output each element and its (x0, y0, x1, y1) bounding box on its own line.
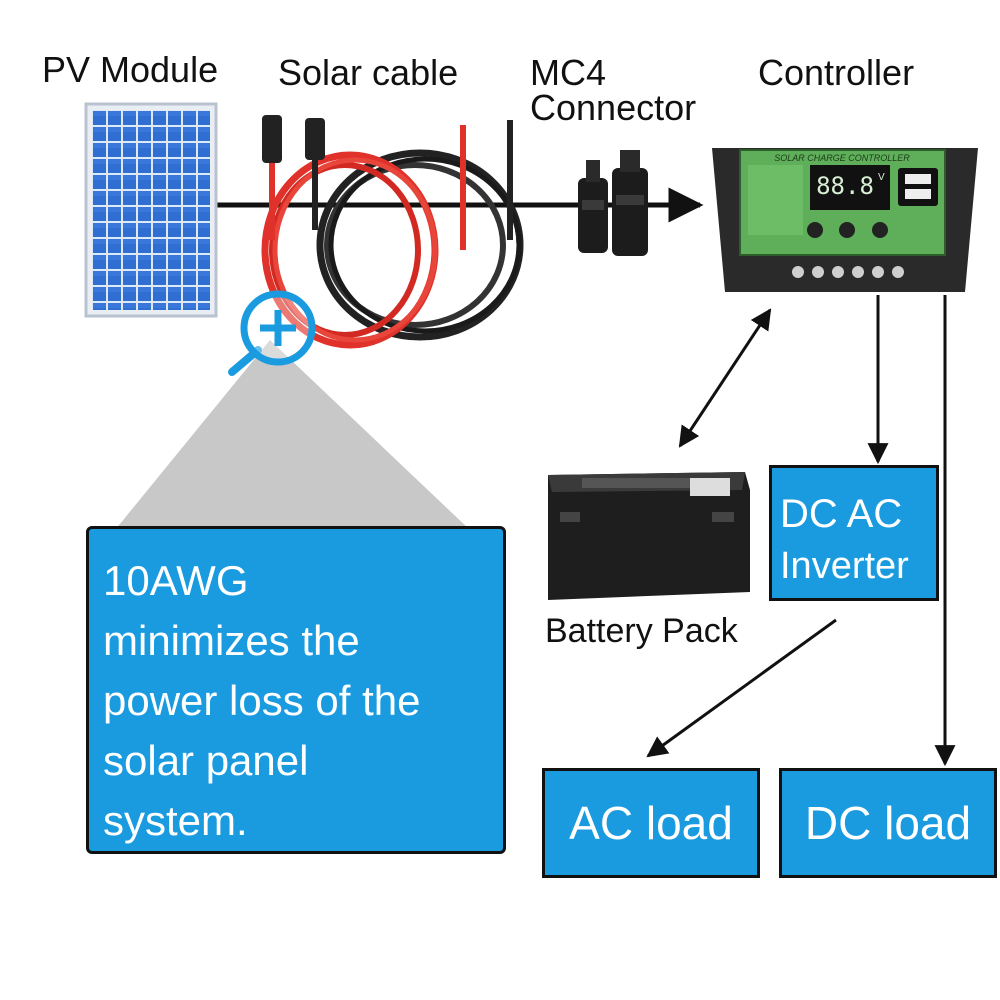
callout-line: minimizes the (103, 617, 360, 664)
controller-display-unit: V (878, 172, 885, 183)
pv-module-label: PV Module (42, 49, 219, 90)
magnifier-icon (228, 290, 316, 376)
mc4-connector-label-line2: Connector (530, 87, 697, 128)
zoom-callout-shape (115, 340, 470, 530)
controller-label: Controller (758, 52, 915, 93)
controller-battery-arrow (678, 308, 772, 448)
inverter-box: DC AC Inverter (769, 465, 939, 601)
dc-load-label: DC load (804, 797, 972, 849)
controller-display: 88.8 (816, 172, 874, 200)
callout-box: 10AWG minimizes the power loss of the so… (86, 526, 506, 854)
mc4-connector-label-line1: MC4 (530, 52, 607, 93)
battery-pack-label: Battery Pack (545, 612, 738, 650)
dc-load-box: DC load (779, 768, 997, 878)
solar-cable-image (261, 115, 524, 349)
callout-line: solar panel (103, 737, 309, 784)
inverter-label-line1: DC AC (780, 492, 903, 536)
callout-line: system. (103, 797, 248, 844)
battery-pack-image (548, 472, 750, 600)
inverter-acload-arrow (646, 618, 837, 758)
ac-load-label: AC load (569, 797, 733, 849)
ac-load-box: AC load (542, 768, 760, 878)
pv-module-image (84, 102, 218, 318)
controller-panel-title: SOLAR CHARGE CONTROLLER (774, 153, 910, 163)
inverter-label-line2: Inverter (780, 545, 909, 587)
controller-image: SOLAR CHARGE CONTROLLER 88.8 V (712, 148, 978, 292)
mc4-connector-image (578, 150, 648, 256)
callout-line: 10AWG (103, 557, 249, 604)
callout-line: power loss of the (103, 677, 421, 724)
solar-cable-label: Solar cable (278, 52, 459, 93)
